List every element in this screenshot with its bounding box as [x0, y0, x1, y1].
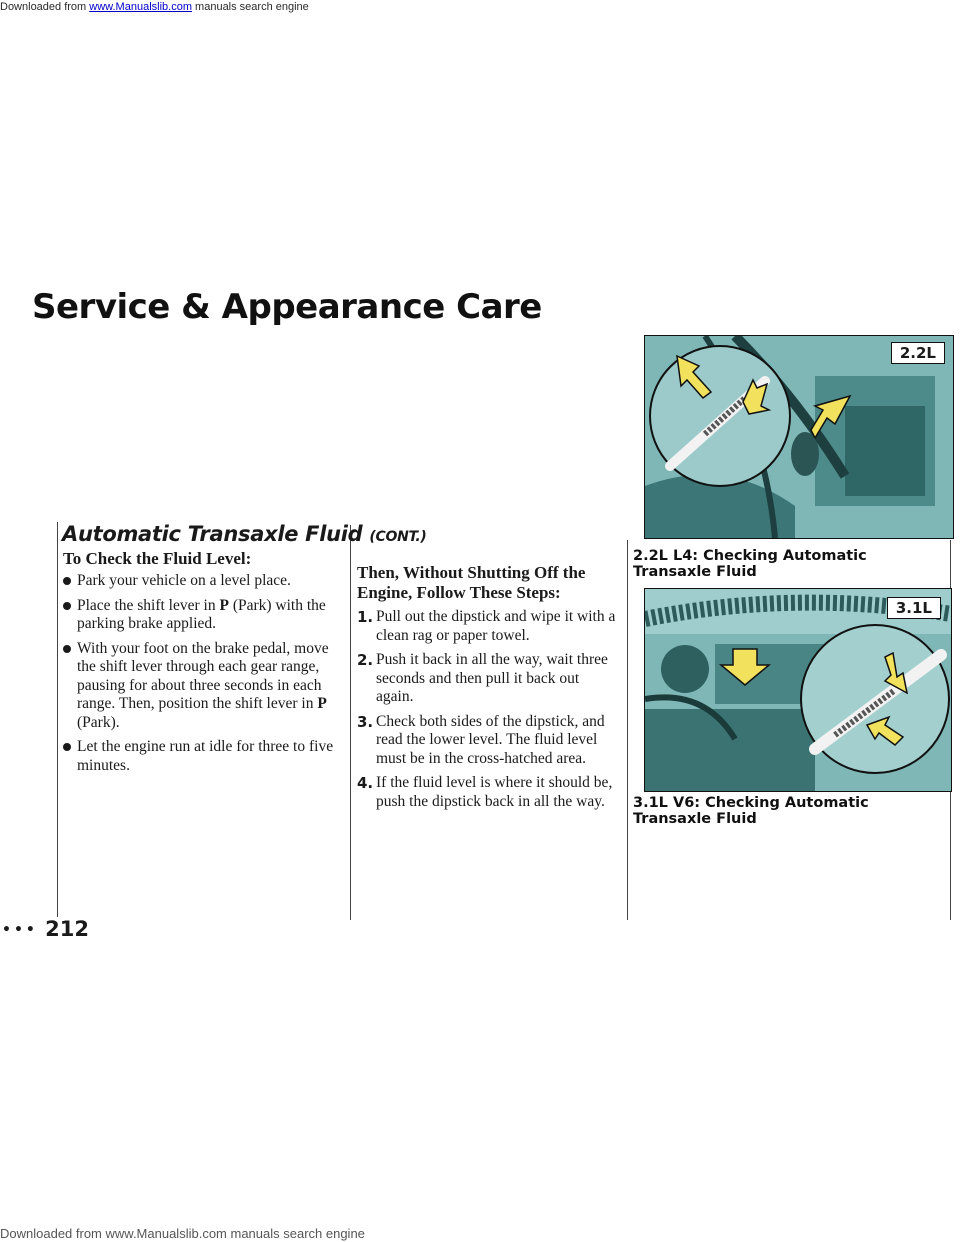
- step-item: 3.Check both sides of the dipstick, and …: [357, 713, 619, 769]
- right-column-rule: [627, 540, 628, 920]
- figure-caption-2-2l: 2.2L L4: Checking Automatic Transaxle Fl…: [633, 548, 867, 580]
- engine-badge-2-2l: 2.2L: [890, 342, 945, 364]
- left-column-rule: [57, 522, 58, 917]
- engine-badge-3-1l: 3.1L: [886, 597, 941, 619]
- bullet-item: Park your vehicle on a level place.: [63, 572, 339, 591]
- bullet-dot: [63, 644, 71, 653]
- section-title-text: Automatic Transaxle Fluid: [62, 522, 363, 546]
- bullet-text-cont: (Park).: [77, 713, 120, 731]
- step-item: 4.If the fluid level is where it should …: [357, 774, 619, 811]
- check-fluid-bullet-list: Park your vehicle on a level place. Plac…: [63, 572, 339, 781]
- page-number: ••• 212: [2, 917, 89, 941]
- step-item: 2.Push it back in all the way, wait thre…: [357, 651, 619, 707]
- park-letter: P: [317, 695, 327, 712]
- steps-subheading: Then, Without Shutting Off the Engine, F…: [357, 563, 586, 602]
- section-title-cont: (CONT.): [369, 529, 427, 545]
- page-title: Service & Appearance Care: [32, 287, 542, 327]
- step-item: 1.Pull out the dipstick and wipe it with…: [357, 608, 619, 645]
- bullet-dot: [63, 577, 71, 585]
- download-banner: Downloaded from www.Manualslib.com manua…: [0, 0, 960, 14]
- bullet-item: With your foot on the brake pedal, move …: [63, 640, 339, 733]
- bullet-item: Place the shift lever in P (Park) with t…: [63, 597, 339, 634]
- step-text: Push it back in all the way, wait three …: [376, 651, 608, 705]
- step-number: 4.: [357, 774, 374, 792]
- footer-watermark: Downloaded from www.Manualslib.com manua…: [0, 1226, 365, 1241]
- dipstick-steps-list: 1.Pull out the dipstick and wipe it with…: [357, 608, 619, 817]
- park-letter: P: [219, 596, 229, 614]
- bullet-text: With your foot on the brake pedal, move …: [77, 639, 329, 713]
- engine-photo-2-2l: 2.2L: [644, 335, 954, 539]
- page-number-dots: •••: [2, 922, 38, 938]
- bullet-text-cont: (Park) with the parking brake applied.: [77, 596, 326, 633]
- fluid-level-subheading: To Check the Fluid Level:: [63, 549, 252, 568]
- step-number: 3.: [357, 712, 374, 731]
- bullet-text: Place the shift lever in: [77, 596, 220, 614]
- section-title: Automatic Transaxle Fluid (CONT.): [62, 522, 427, 546]
- step-text: Pull out the dipstick and wipe it with a…: [376, 608, 616, 644]
- banner-suffix: manuals search engine: [195, 1, 309, 13]
- step-text: Check both sides of the dipstick, and re…: [376, 712, 605, 767]
- engine-illustration-2-2l: [645, 336, 953, 538]
- bullet-item: Let the engine run at idle for three to …: [63, 738, 339, 775]
- engine-photo-3-1l: 3.1L: [644, 588, 952, 792]
- engine-illustration-3-1l: [645, 589, 951, 791]
- manualslib-link[interactable]: www.Manualslib.com: [89, 1, 192, 13]
- bullet-dot: [63, 601, 71, 610]
- bullet-dot: [63, 743, 71, 751]
- page-number-value: 212: [45, 917, 90, 941]
- step-number: 1.: [357, 608, 374, 626]
- bullet-text: Park your vehicle on a level place.: [77, 572, 291, 589]
- step-text: If the fluid level is where it should be…: [376, 774, 613, 810]
- banner-prefix: Downloaded from: [0, 1, 87, 13]
- bullet-text: Let the engine run at idle for three to …: [77, 738, 334, 774]
- figure-caption-3-1l: 3.1L V6: Checking Automatic Transaxle Fl…: [633, 795, 869, 827]
- step-number: 2.: [357, 651, 374, 669]
- middle-column-rule: [350, 525, 351, 920]
